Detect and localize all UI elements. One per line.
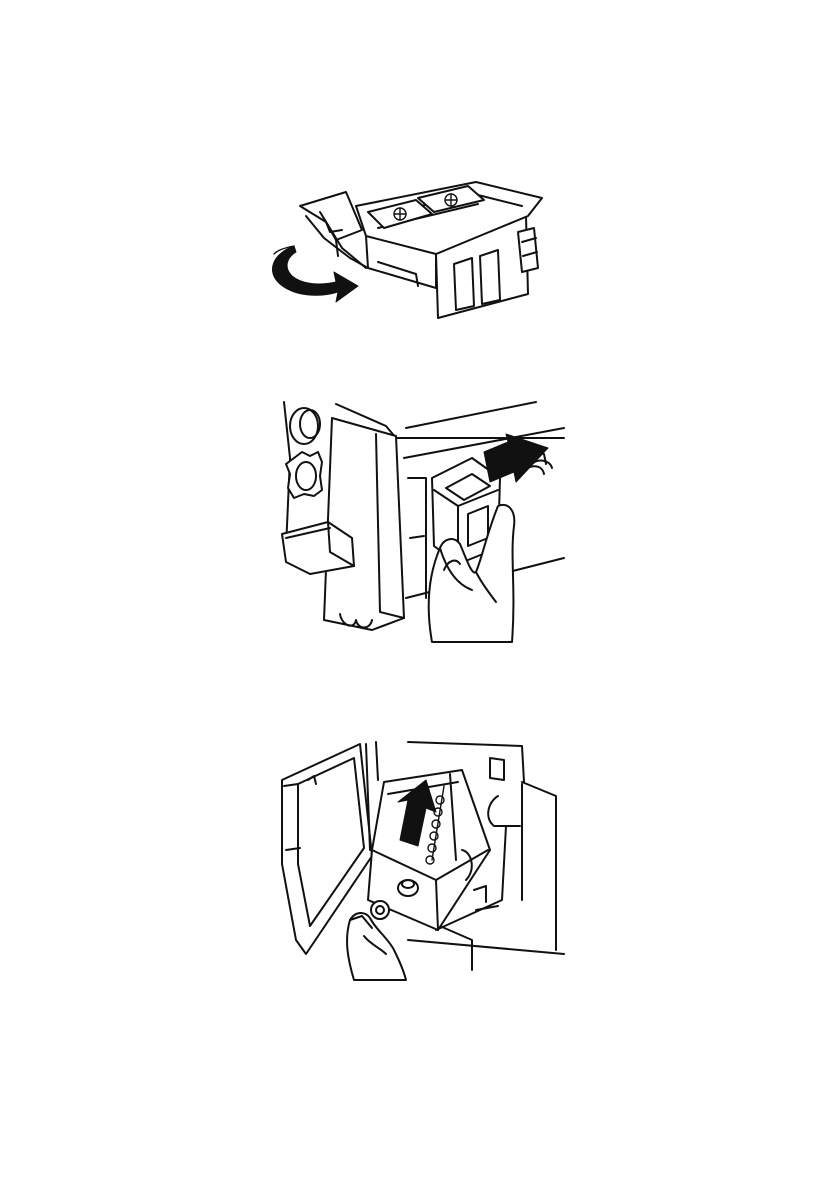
figure-staple-cartridge-insert	[276, 398, 566, 644]
unit-gear-knob	[371, 901, 389, 919]
staple-cartridge-illustration	[266, 176, 552, 324]
figure-stapler-unit-push-back	[276, 740, 566, 982]
unit-push-back-illustration	[276, 740, 566, 982]
side-knob	[518, 228, 538, 272]
unit-side-panel	[324, 418, 404, 630]
cartridge-insert-illustration	[276, 398, 566, 644]
figure-staple-cartridge-rotate	[266, 176, 552, 324]
